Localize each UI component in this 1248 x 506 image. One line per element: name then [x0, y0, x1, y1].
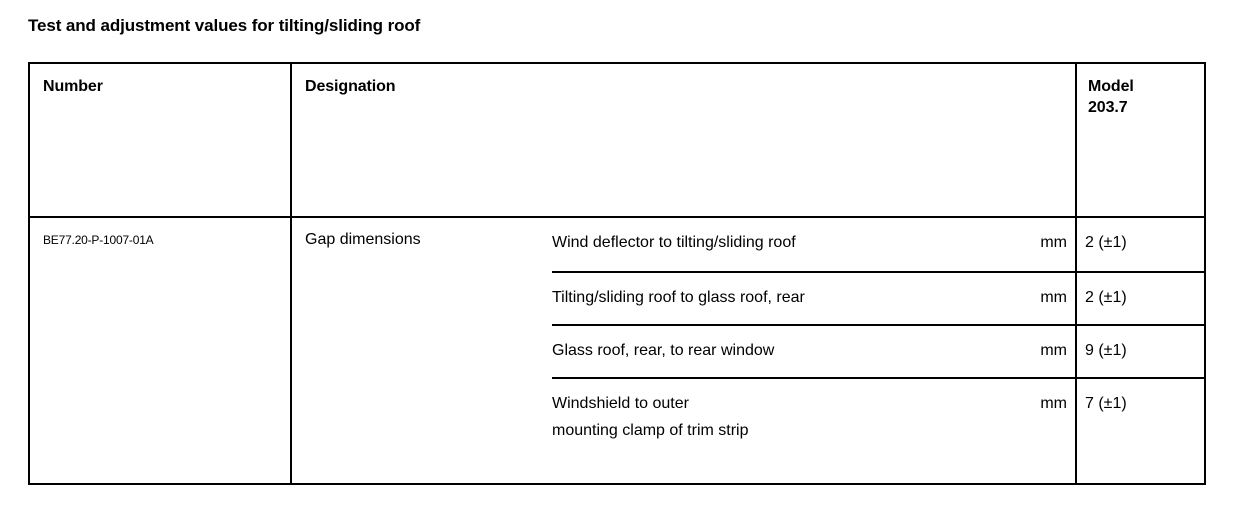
measurement-value: 2 (±1) — [1085, 234, 1127, 251]
measurement-description: Glass roof, rear, to rear window — [552, 342, 775, 359]
measurement-row: Glass roof, rear, to rear window mm 9 (±… — [552, 324, 1204, 377]
measurement-value: 9 (±1) — [1085, 342, 1127, 359]
measurement-list: Wind deflector to tilting/sliding roof m… — [552, 218, 1204, 483]
table-row: BE77.20-P-1007-01A Gap dimensions Wind d… — [30, 218, 1204, 483]
measurement-unit: mm — [1040, 342, 1067, 359]
header-bottom-rule — [30, 216, 1204, 218]
column-divider-number — [290, 64, 292, 483]
cell-designation: Gap dimensions — [305, 231, 421, 248]
header-model: Model 203.7 — [1088, 76, 1134, 118]
measurement-value: 7 (±1) — [1085, 395, 1127, 412]
measurement-value: 2 (±1) — [1085, 289, 1127, 306]
measurement-unit: mm — [1040, 395, 1067, 412]
specification-table: Number Designation Model 203.7 BE77.20-P… — [28, 62, 1206, 485]
cell-part-number: BE77.20-P-1007-01A — [43, 233, 154, 247]
header-model-line1: Model — [1088, 78, 1134, 95]
measurement-row: Wind deflector to tilting/sliding roof m… — [552, 218, 1204, 271]
header-designation: Designation — [305, 78, 396, 95]
measurement-description: Wind deflector to tilting/sliding roof — [552, 234, 796, 251]
page-title: Test and adjustment values for tilting/s… — [28, 16, 421, 35]
header-number: Number — [43, 78, 103, 95]
column-divider-model — [1075, 64, 1077, 483]
measurement-unit: mm — [1040, 289, 1067, 306]
measurement-description: Windshield to outer mounting clamp of tr… — [552, 395, 749, 439]
measurement-unit: mm — [1040, 234, 1067, 251]
header-model-line2: 203.7 — [1088, 99, 1128, 116]
measurement-description: Tilting/sliding roof to glass roof, rear — [552, 289, 805, 306]
measurement-row: Tilting/sliding roof to glass roof, rear… — [552, 271, 1204, 324]
measurement-row: Windshield to outer mounting clamp of tr… — [552, 377, 1204, 485]
